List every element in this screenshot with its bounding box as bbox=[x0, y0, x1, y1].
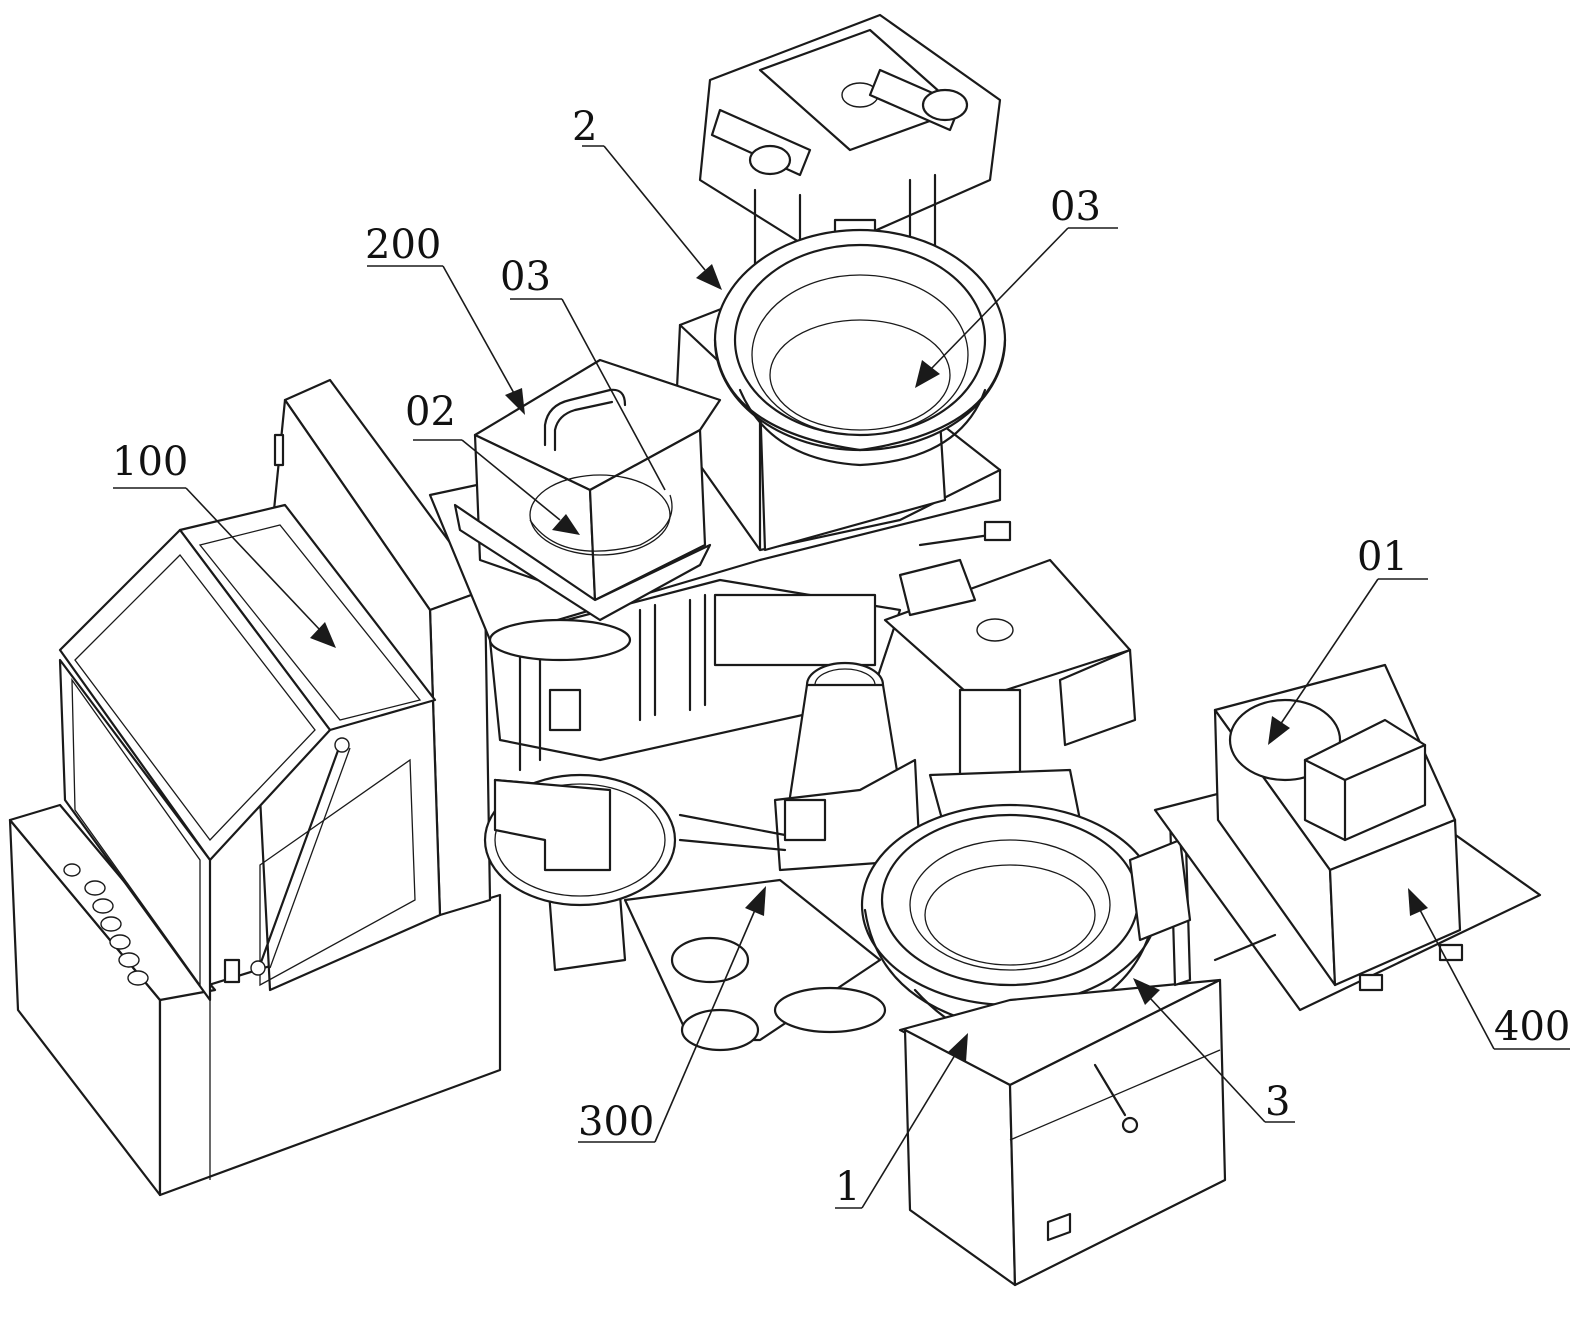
box-base-plate bbox=[453, 503, 712, 622]
box-lower-disc bbox=[488, 618, 632, 662]
unit-1-lower-feeder bbox=[860, 803, 1227, 1287]
reference-labels: 2 03 200 03 02 bbox=[112, 104, 1570, 1210]
control-knobs bbox=[63, 863, 149, 986]
label-03-left: 03 bbox=[500, 254, 666, 491]
cabinet-100 bbox=[8, 378, 502, 1197]
unit-200-box bbox=[453, 358, 722, 662]
joint-base bbox=[680, 1008, 760, 1052]
label-300: 300 bbox=[578, 886, 766, 1145]
robot-body bbox=[773, 758, 922, 872]
arrow-icon bbox=[1133, 978, 1160, 1005]
knob-icon bbox=[127, 970, 149, 986]
joint-cap bbox=[670, 936, 750, 984]
gripper-rail bbox=[1058, 648, 1137, 747]
hinge-icon bbox=[223, 958, 241, 984]
bracket-icon bbox=[548, 688, 582, 732]
knob-icon bbox=[100, 916, 122, 932]
carry-handle-icon bbox=[543, 388, 627, 447]
label-1: 1 bbox=[835, 1033, 968, 1210]
label-01: 01 bbox=[1268, 534, 1428, 745]
arrow-icon bbox=[696, 264, 722, 290]
motor-housing bbox=[1303, 718, 1427, 842]
knob-icon bbox=[63, 863, 81, 877]
label-400: 400 bbox=[1408, 888, 1570, 1050]
rail-housing bbox=[713, 593, 877, 667]
gripper-body bbox=[958, 688, 1022, 782]
motor-icon bbox=[921, 88, 969, 122]
gas-strut bbox=[258, 743, 342, 967]
sensor-cable bbox=[1213, 933, 1277, 962]
label-200-text: 200 bbox=[365, 222, 441, 268]
box-side bbox=[588, 428, 707, 602]
knob-icon bbox=[109, 934, 131, 950]
label-02: 02 bbox=[405, 389, 580, 535]
arrow-icon bbox=[505, 388, 525, 415]
label-1-text: 1 bbox=[835, 1164, 860, 1210]
cabinet-lid-lower bbox=[58, 528, 332, 862]
arrow-icon bbox=[1268, 716, 1290, 745]
label-3: 3 bbox=[1133, 978, 1295, 1125]
unit-400-module bbox=[1153, 663, 1542, 1012]
label-2-text: 2 bbox=[572, 104, 597, 150]
connector-icon bbox=[983, 520, 1012, 542]
label-100-text: 100 bbox=[112, 439, 188, 485]
motor-icon bbox=[748, 144, 792, 176]
label-2: 2 bbox=[572, 104, 722, 290]
arrow-icon bbox=[948, 1033, 968, 1062]
label-03-right-text: 03 bbox=[1050, 184, 1101, 230]
label-400-text: 400 bbox=[1494, 1004, 1570, 1050]
robot-base-disc bbox=[773, 986, 887, 1034]
label-200: 200 bbox=[365, 222, 525, 415]
nameplate-icon bbox=[1046, 1212, 1072, 1242]
arrow-icon bbox=[310, 622, 336, 648]
label-03-left-text: 03 bbox=[500, 254, 551, 300]
label-300-text: 300 bbox=[578, 1099, 654, 1145]
knob-icon bbox=[92, 898, 114, 914]
gripper-assembly bbox=[883, 520, 1137, 832]
unit-2-upper-feeder bbox=[673, 13, 1007, 552]
knob-icon bbox=[84, 880, 106, 896]
gripper-cylinder bbox=[898, 558, 977, 617]
label-01-text: 01 bbox=[1357, 534, 1408, 580]
latch-icon bbox=[1358, 973, 1384, 992]
label-3-text: 3 bbox=[1265, 1079, 1290, 1125]
label-02-text: 02 bbox=[405, 389, 456, 435]
cable-gland bbox=[1093, 1063, 1127, 1117]
label-03-right: 03 bbox=[915, 184, 1118, 388]
latch-icon bbox=[273, 433, 285, 467]
arrow-icon bbox=[552, 514, 580, 535]
lower-base-side bbox=[1008, 978, 1227, 1287]
cabinet-front-window bbox=[58, 658, 212, 1002]
arrow-icon bbox=[915, 360, 940, 388]
unit-400-side bbox=[1328, 818, 1462, 987]
robot-plate bbox=[783, 798, 827, 842]
label-100: 100 bbox=[112, 439, 336, 648]
arrow-icon bbox=[745, 886, 766, 916]
arrow-icon bbox=[1408, 888, 1428, 916]
knob-icon bbox=[118, 952, 140, 968]
